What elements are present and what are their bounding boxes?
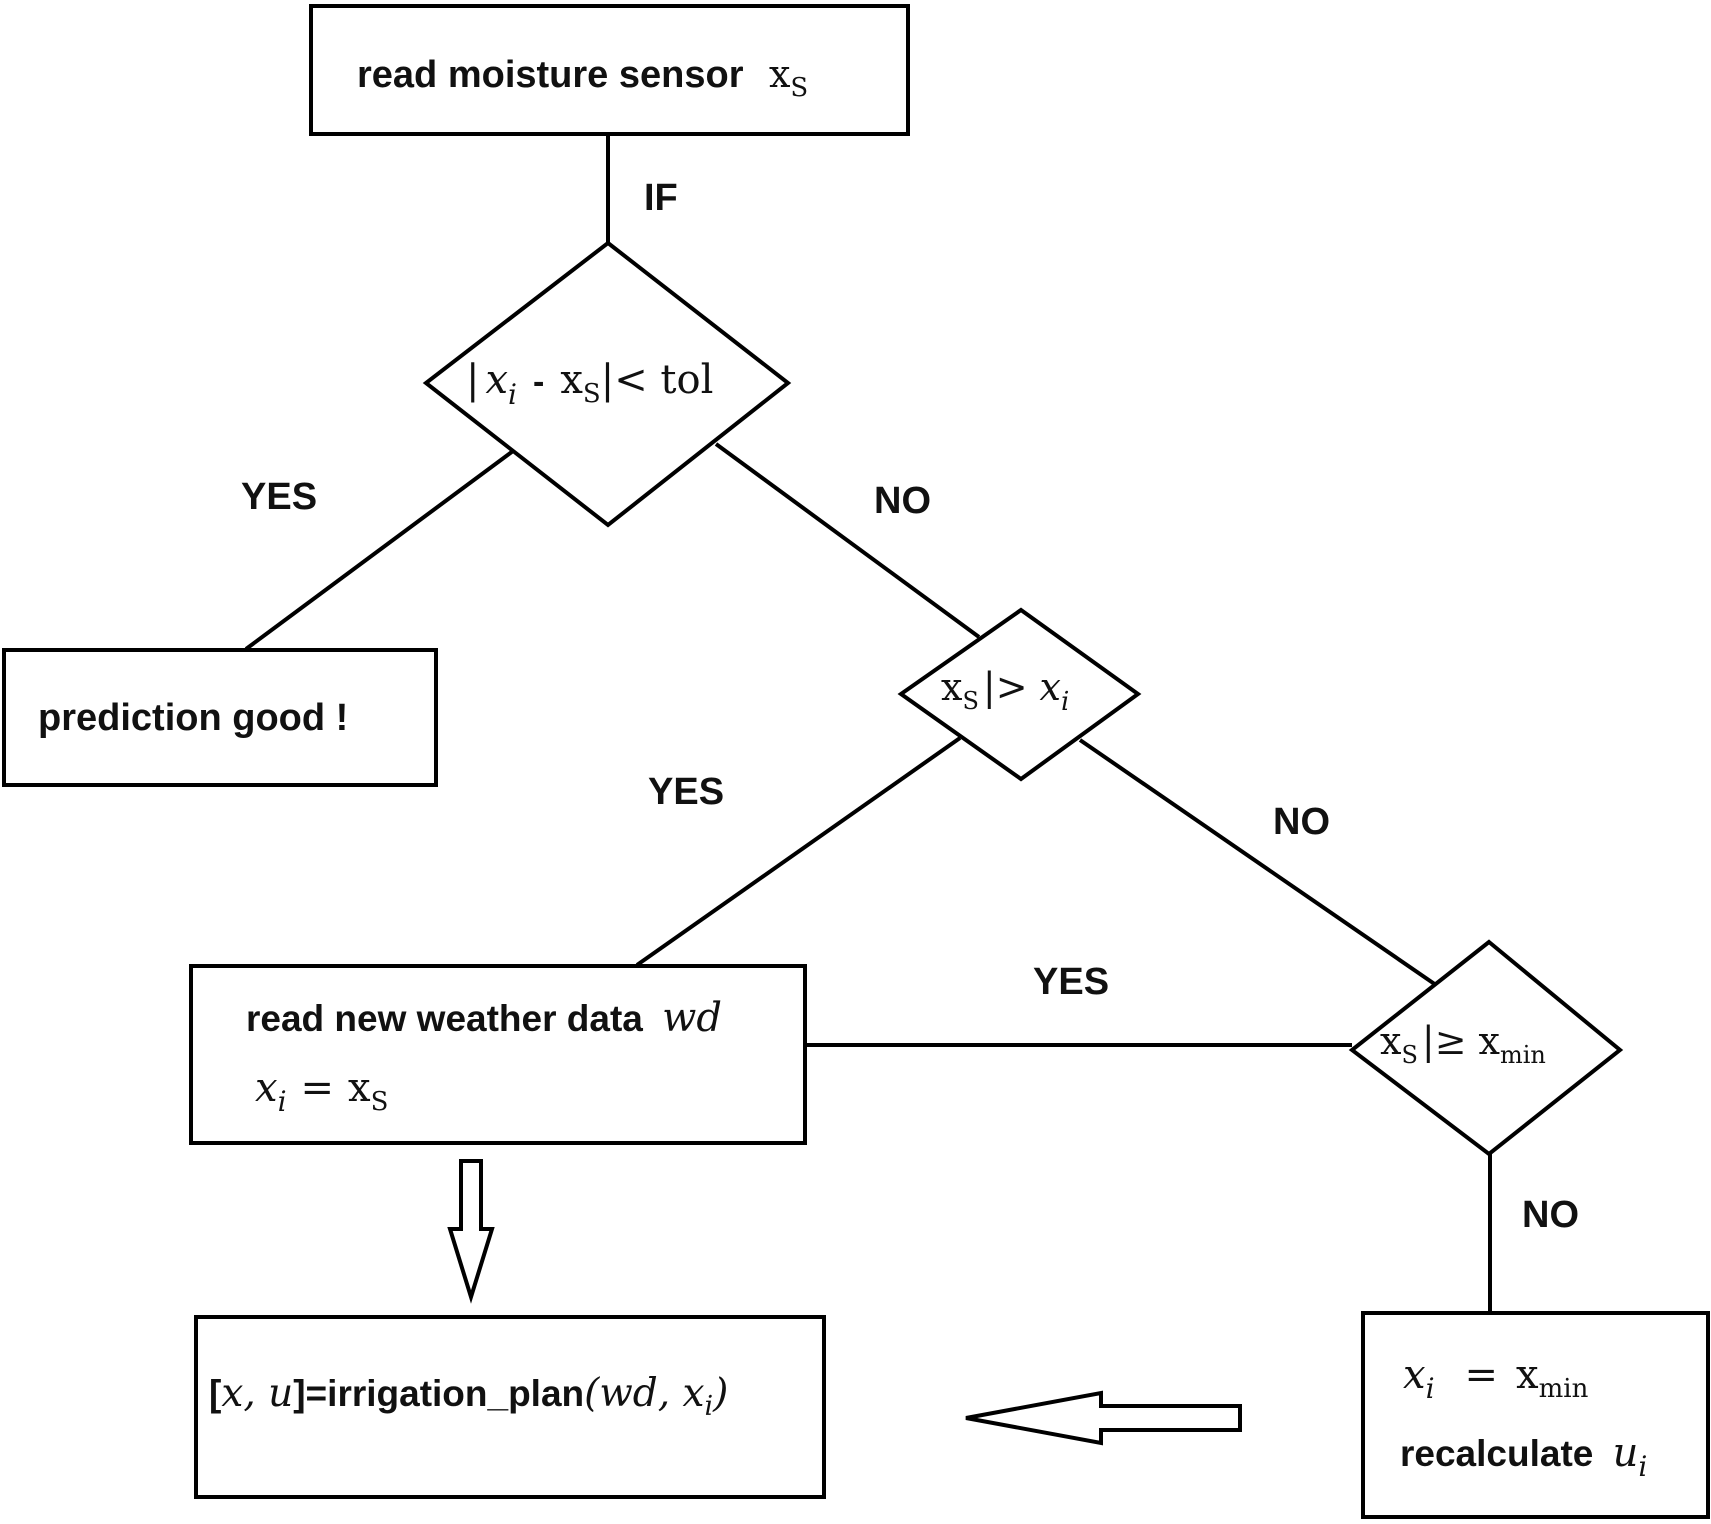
recalc-u: u <box>1613 1430 1639 1476</box>
plan-args: (wd, x <box>584 1371 704 1416</box>
plan-vars: x, u <box>221 1371 293 1416</box>
plan-open: [ <box>209 1373 221 1414</box>
weather-eq: = <box>301 1065 335 1111</box>
weather-xi-i: i <box>278 1085 287 1118</box>
edge-greater-yes <box>635 736 962 967</box>
left-arrow-icon <box>965 1390 1242 1446</box>
plan-func: ]=irrigation_plan <box>293 1373 584 1414</box>
greater-xs-x: x <box>941 665 962 709</box>
edge-label-yes-3: YES <box>1033 961 1109 1003</box>
tol-rest: |< tol <box>601 357 714 403</box>
tol-xi-i: i <box>508 378 517 411</box>
decision-greater <box>897 607 1142 782</box>
min-op: |≥ <box>1422 1019 1467 1063</box>
greater-xs-s: S <box>962 687 978 715</box>
edge-label-yes-1: YES <box>241 476 317 518</box>
recalculate-line1: xi=xmin <box>1403 1352 1589 1405</box>
tol-bar: | <box>466 357 479 403</box>
edge-label-no-2: NO <box>1273 801 1330 843</box>
decision-min <box>1348 939 1624 1157</box>
node-read-sensor <box>309 4 910 136</box>
tol-xi-x: x <box>485 357 508 403</box>
edge-tol-yes <box>244 449 515 651</box>
edge-label-no-1: NO <box>874 480 931 522</box>
read-sensor-var: x <box>769 52 790 96</box>
tol-xs-x: x <box>560 357 583 403</box>
tol-minus: - <box>533 363 544 401</box>
recalc-xmin-sub: min <box>1539 1374 1589 1404</box>
weather-xi-x: x <box>255 1065 278 1111</box>
edge-tol-no <box>714 442 981 639</box>
recalc-label: recalculate <box>1400 1433 1593 1474</box>
greater-op: |> <box>983 665 1028 709</box>
node-recalculate <box>1361 1311 1710 1519</box>
irrigation-plan-text: [x, u]=irrigation_plan(wd, xi) <box>209 1371 728 1422</box>
read-sensor-sub: S <box>790 73 808 103</box>
greater-xi-i: i <box>1061 687 1069 717</box>
plan-close: ) <box>712 1371 728 1416</box>
tolerance-condition: |xi-xS|< tol <box>466 357 713 411</box>
recalc-xmin-x: x <box>1516 1352 1539 1398</box>
read-sensor-text: read moisture sensor xS <box>357 52 808 103</box>
weather-xs-x: x <box>348 1065 371 1111</box>
read-sensor-label: read moisture sensor <box>357 54 744 96</box>
edge-label-no-3: NO <box>1522 1194 1579 1236</box>
node-prediction-good <box>2 648 438 787</box>
node-read-weather <box>189 964 807 1145</box>
edge-label-if: IF <box>644 177 678 219</box>
weather-xs-s: S <box>371 1087 389 1117</box>
decision-tolerance <box>422 240 792 528</box>
greater-xi-x: x <box>1040 665 1061 709</box>
recalc-xi-x: x <box>1403 1352 1426 1398</box>
edge-label-yes-2: YES <box>648 771 724 813</box>
min-xmin-x: x <box>1479 1019 1500 1063</box>
recalculate-line2: recalculate ui <box>1400 1430 1647 1483</box>
min-xs-s: S <box>1401 1041 1417 1069</box>
read-weather-label: read new weather data <box>246 998 643 1039</box>
prediction-good-text: prediction good ! <box>38 697 348 739</box>
recalc-xi-i: i <box>1426 1372 1435 1405</box>
recalc-u-i: i <box>1638 1450 1647 1483</box>
min-xmin-sub: min <box>1500 1041 1546 1069</box>
edge-greater-no <box>1078 738 1438 987</box>
read-weather-wd: wd <box>662 995 722 1041</box>
min-condition: xS|≥xmin <box>1380 1019 1546 1069</box>
min-xs-x: x <box>1380 1019 1401 1063</box>
read-weather-line2: xi=xS <box>255 1065 388 1118</box>
greater-condition: xS|>xi <box>941 665 1069 717</box>
tol-xs-s: S <box>583 379 601 409</box>
read-weather-line1: read new weather data wd <box>246 995 722 1041</box>
node-irrigation-plan <box>194 1315 826 1499</box>
recalc-eq: = <box>1465 1352 1499 1398</box>
plan-args-i: i <box>705 1391 714 1422</box>
down-arrow-icon <box>447 1159 495 1304</box>
